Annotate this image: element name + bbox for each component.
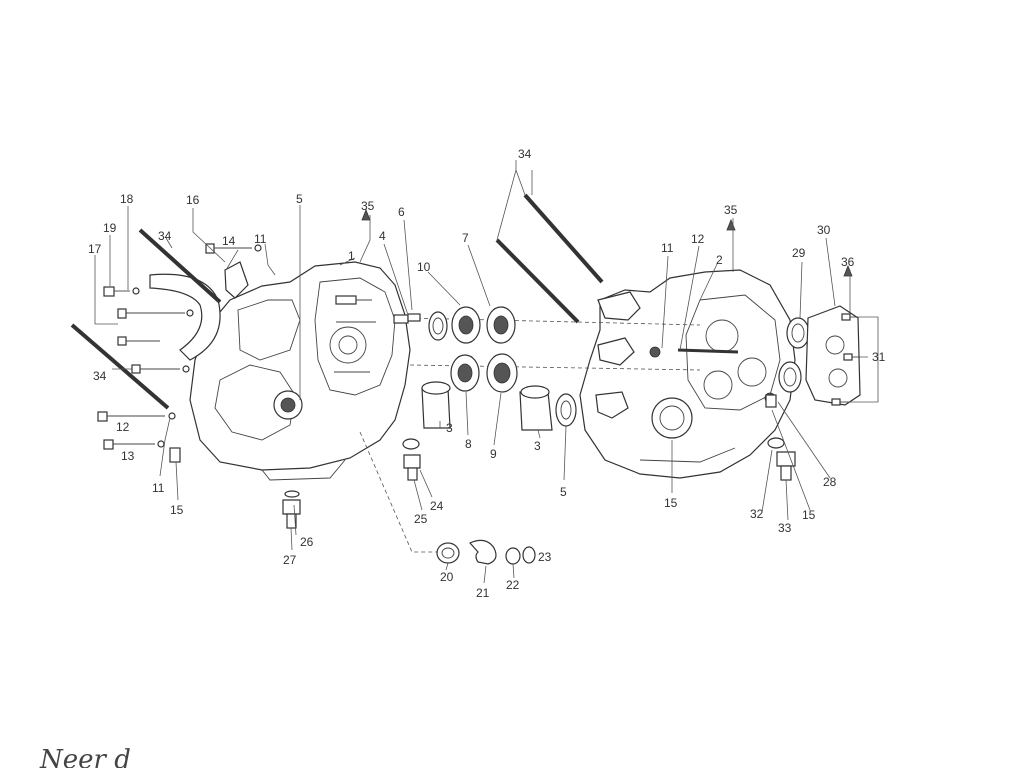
shift-parts xyxy=(436,539,536,565)
left-hardware xyxy=(70,208,421,529)
callout-5-right: 5 xyxy=(560,485,567,499)
bearings-group xyxy=(407,306,577,431)
callout-23: 23 xyxy=(538,550,552,564)
callout-24: 24 xyxy=(430,499,444,513)
callout-9: 9 xyxy=(490,447,497,461)
callout-22: 22 xyxy=(506,578,520,592)
callout-32: 32 xyxy=(750,507,764,521)
leader-lines xyxy=(94,160,879,584)
callout-33: 33 xyxy=(778,521,792,535)
callout-31: 31 xyxy=(872,350,886,364)
callout-34-left-bottom: 34 xyxy=(93,369,107,383)
callout-8: 8 xyxy=(465,437,472,451)
callout-15-right: 15 xyxy=(802,508,816,522)
callout-10: 10 xyxy=(417,260,431,274)
callout-26: 26 xyxy=(300,535,314,549)
callout-30: 30 xyxy=(817,223,831,237)
callout-3-right: 3 xyxy=(534,439,541,453)
right-hardware xyxy=(495,193,861,481)
callout-11-top: 11 xyxy=(254,232,267,246)
callout-27: 27 xyxy=(283,553,297,567)
callout-11-bottom: 11 xyxy=(152,481,165,495)
callout-15-left: 15 xyxy=(170,503,184,517)
callout-1: 1 xyxy=(348,249,355,263)
callout-18: 18 xyxy=(120,192,134,206)
callout-35-left: 35 xyxy=(361,199,375,213)
callout-4: 4 xyxy=(379,229,386,243)
callout-16: 16 xyxy=(186,193,200,207)
callout-labels: 1 2 3 3 4 5 5 6 7 8 9 10 11 11 11 12 12 … xyxy=(88,147,886,600)
callout-19: 19 xyxy=(103,221,117,235)
right-crankcase-half xyxy=(579,269,796,479)
callout-17: 17 xyxy=(88,242,102,256)
callout-5-left: 5 xyxy=(296,192,303,206)
callout-11-right: 11 xyxy=(661,241,674,255)
callout-36: 36 xyxy=(841,255,855,269)
callout-14: 14 xyxy=(222,234,236,248)
callout-25: 25 xyxy=(414,512,428,526)
callout-12-right: 12 xyxy=(691,232,705,246)
callout-34-left-top: 34 xyxy=(158,229,172,243)
callout-2: 2 xyxy=(716,253,723,267)
callout-35-right: 35 xyxy=(724,203,738,217)
callout-34-top: 34 xyxy=(518,147,532,161)
callout-12-left: 12 xyxy=(116,420,130,434)
callout-3-left: 3 xyxy=(446,421,453,435)
callout-13: 13 xyxy=(121,449,135,463)
callout-20: 20 xyxy=(440,570,454,584)
callout-29: 29 xyxy=(792,246,806,260)
callout-6: 6 xyxy=(398,205,405,219)
callout-7: 7 xyxy=(462,231,469,245)
handwritten-note: Neer d xyxy=(39,745,131,768)
callout-28: 28 xyxy=(823,475,837,489)
alignment-lines xyxy=(359,317,701,553)
callout-21: 21 xyxy=(476,586,490,600)
callout-15-center: 15 xyxy=(664,496,678,510)
